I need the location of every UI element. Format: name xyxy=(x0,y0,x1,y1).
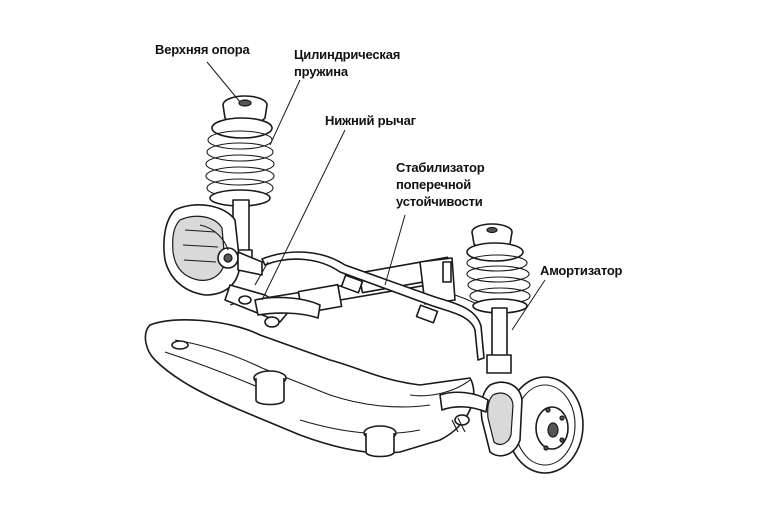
label-stabilizer: Стабилизатор поперечной устойчивости xyxy=(396,160,485,209)
label-coil-spring: Цилиндрическая пружина xyxy=(294,47,401,79)
left-strut xyxy=(163,95,321,328)
label-upper-mount: Верхняя опора xyxy=(155,42,250,57)
leader-lines xyxy=(206,61,546,331)
right-strut xyxy=(439,223,584,474)
label-shock-absorber: Амортизатор xyxy=(540,263,623,278)
subframe xyxy=(144,319,475,458)
label-lower-arm: Нижний рычаг xyxy=(325,113,416,128)
stabilizer-bar xyxy=(254,251,485,361)
